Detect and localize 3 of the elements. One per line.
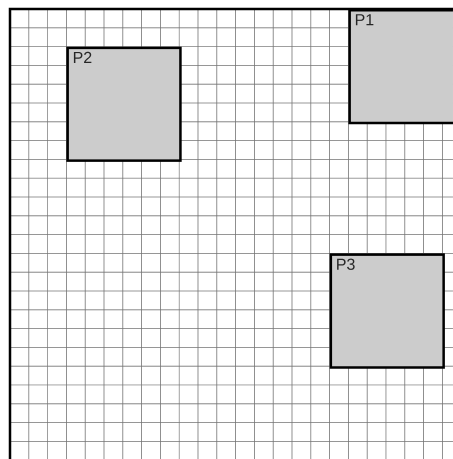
square-box: P1 xyxy=(348,9,453,124)
square-box: P3 xyxy=(330,253,445,369)
square-box: P2 xyxy=(66,46,182,162)
